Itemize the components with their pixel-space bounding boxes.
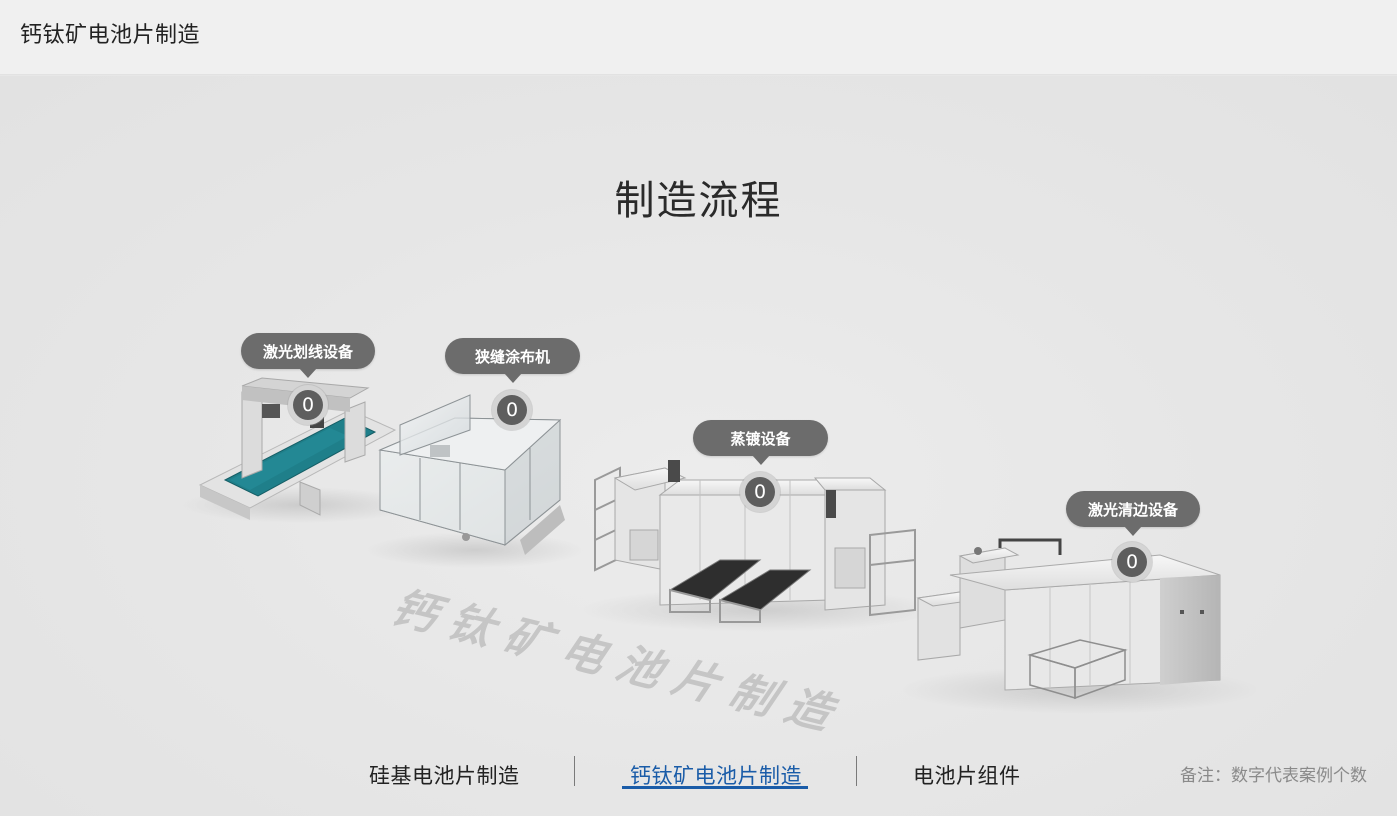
count-badge-slot-die-coater[interactable]: 0: [492, 390, 532, 430]
evaporation-equipment: [594, 460, 916, 623]
page-title: 钙钛矿电池片制造: [20, 23, 201, 48]
section-title: 制造流程: [614, 178, 783, 224]
tab-silicon-cell-manufacturing[interactable]: 硅基电池片制造: [369, 764, 520, 788]
top-bar: 钙钛矿电池片制造: [0, 0, 1397, 75]
tab-cell-module[interactable]: 电池片组件: [913, 764, 1021, 788]
tab-divider: [856, 756, 857, 786]
footnote: 备注：数字代表案例个数: [1180, 766, 1367, 786]
count-badge-laser-edge-cleaning[interactable]: 0: [1112, 542, 1152, 582]
laser-edge-cleaning-equipment: [916, 538, 1221, 700]
active-tab-indicator: [622, 786, 808, 789]
callout-evaporation: 蒸镀设备: [693, 420, 828, 465]
slot-die-coater: [378, 394, 565, 555]
count-badge-evaporation[interactable]: 0: [740, 472, 780, 512]
tab-divider: [574, 756, 575, 786]
callout-slot-die-coater: 狭缝涂布机: [445, 338, 580, 383]
callout-laser-scribing: 激光划线设备: [241, 333, 375, 378]
callout-laser-edge-cleaning: 激光清边设备: [1066, 491, 1200, 536]
count-badge-laser-scribing[interactable]: 0: [288, 385, 328, 425]
tab-perovskite-cell-manufacturing[interactable]: 钙钛矿电池片制造: [630, 764, 802, 788]
